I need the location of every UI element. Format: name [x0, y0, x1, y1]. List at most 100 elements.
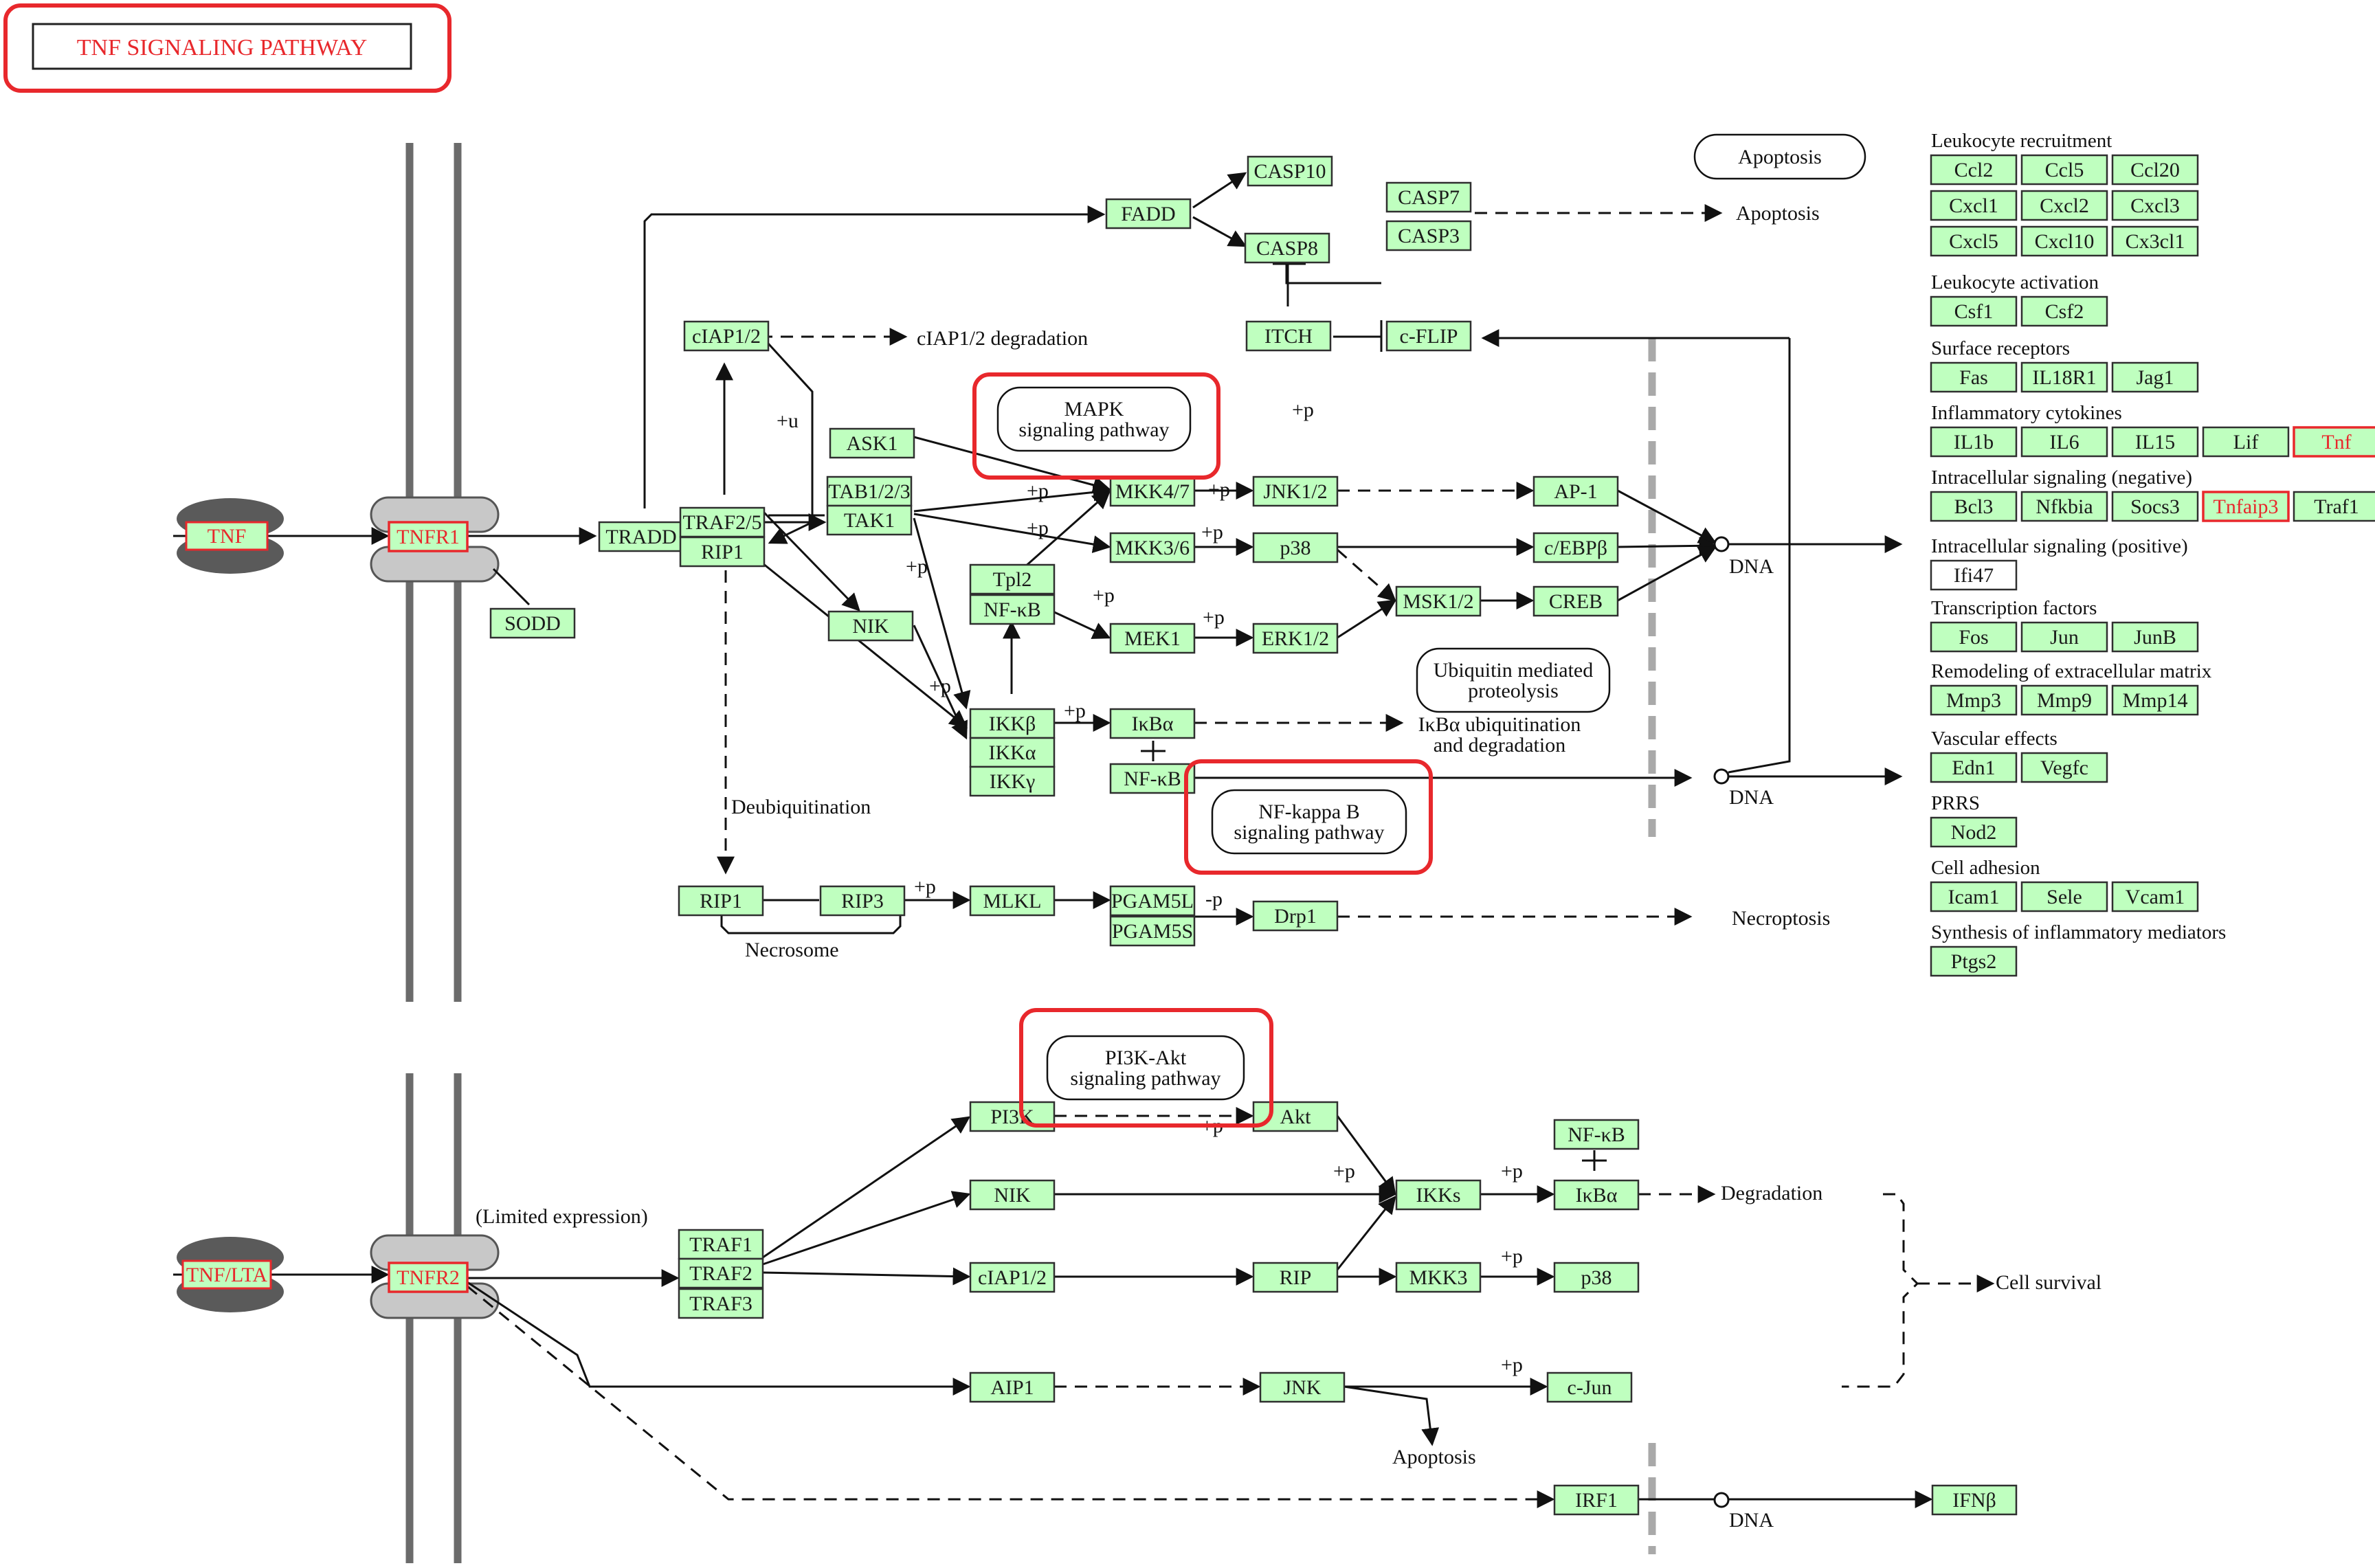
gene-box[interactable]	[1109, 708, 1196, 739]
target-gene-Csf2[interactable]: Csf2	[2020, 295, 2108, 327]
target-gene-Mmp14[interactable]: Mmp14	[2111, 684, 2199, 716]
target-gene-Ifi47[interactable]: Ifi47	[1930, 559, 2018, 591]
gene-box[interactable]	[1395, 1179, 1482, 1211]
gene-box[interactable]	[969, 885, 1056, 917]
gene-node-traf3[interactable]: TRAF3	[678, 1288, 764, 1319]
gene-box[interactable]	[1532, 585, 1619, 617]
gene-box[interactable]	[969, 1262, 1056, 1293]
gene-node-nfkb_b[interactable]: NF-κB	[1109, 763, 1196, 794]
target-gene-Cxcl5[interactable]: Cxcl5	[1930, 225, 2018, 257]
gene-box[interactable]	[1252, 623, 1339, 654]
gene-box[interactable]	[1553, 1179, 1640, 1211]
gene-box[interactable]	[969, 765, 1056, 797]
target-gene-IL15[interactable]: IL15	[2111, 426, 2199, 458]
gene-node-ikks[interactable]: IKKs	[1395, 1179, 1482, 1211]
target-gene-Tnf[interactable]: Tnf	[2293, 426, 2375, 458]
target-gene-box[interactable]	[2020, 361, 2108, 393]
target-gene-box[interactable]	[2111, 190, 2199, 221]
gene-node-tnfr2[interactable]: TNFR2	[388, 1262, 469, 1293]
gene-node-rip[interactable]: RIP	[1252, 1262, 1339, 1293]
gene-box[interactable]	[678, 1229, 764, 1260]
map-link-map_apoptosis[interactable]: Apoptosis	[1693, 133, 1866, 180]
target-gene-Mmp9[interactable]: Mmp9	[2020, 684, 2108, 716]
gene-box[interactable]	[679, 536, 766, 568]
gene-box[interactable]	[489, 607, 576, 639]
gene-box[interactable]	[969, 594, 1056, 625]
map-box[interactable]	[996, 386, 1192, 452]
target-gene-Traf1[interactable]: Traf1	[2293, 491, 2375, 522]
target-gene-box[interactable]	[2020, 225, 2108, 257]
target-gene-Jag1[interactable]: Jag1	[2111, 361, 2199, 393]
gene-box[interactable]	[1395, 1262, 1482, 1293]
gene-box[interactable]	[1252, 900, 1339, 932]
target-gene-box[interactable]	[2020, 684, 2108, 716]
target-gene-box[interactable]	[2020, 426, 2108, 458]
target-gene-Jun[interactable]: Jun	[2020, 621, 2108, 653]
gene-box[interactable]	[1931, 1484, 2018, 1516]
map-box[interactable]	[1046, 1035, 1245, 1101]
gene-node-ikka[interactable]: IKKα	[969, 737, 1056, 768]
gene-box[interactable]	[819, 885, 906, 917]
gene-box[interactable]	[678, 885, 764, 917]
gene-node-ap1[interactable]: AP-1	[1532, 475, 1619, 507]
gene-node-mkk3[interactable]: MKK3	[1395, 1262, 1482, 1293]
target-gene-box[interactable]	[1930, 621, 2018, 653]
target-gene-box[interactable]	[2111, 361, 2199, 393]
gene-node-cebpb[interactable]: c/EBPβ	[1532, 532, 1619, 563]
gene-node-irf1[interactable]: IRF1	[1553, 1484, 1640, 1516]
target-gene-Edn1[interactable]: Edn1	[1930, 752, 2018, 783]
gene-node-mlkl[interactable]: MLKL	[969, 885, 1056, 917]
target-gene-Cxcl3[interactable]: Cxcl3	[2111, 190, 2199, 221]
gene-box[interactable]	[1553, 1484, 1640, 1516]
gene-box[interactable]	[683, 320, 770, 352]
target-gene-box[interactable]	[2111, 426, 2199, 458]
target-gene-Cxcl10[interactable]: Cxcl10	[2020, 225, 2108, 257]
target-gene-box[interactable]	[2020, 881, 2108, 912]
gene-node-drp1[interactable]: Drp1	[1252, 900, 1339, 932]
gene-node-itch[interactable]: ITCH	[1245, 320, 1332, 352]
target-gene-box[interactable]	[2020, 295, 2108, 327]
gene-box[interactable]	[969, 1371, 1056, 1403]
target-gene-Lif[interactable]: Lif	[2202, 426, 2290, 458]
gene-node-nfkb_a[interactable]: NF-κB	[969, 594, 1056, 625]
gene-node-mek1[interactable]: MEK1	[1109, 623, 1196, 654]
gene-node-traf2[interactable]: TRAF2	[678, 1257, 764, 1289]
target-gene-box[interactable]	[2111, 154, 2199, 186]
gene-box[interactable]	[1553, 1119, 1640, 1150]
target-gene-box[interactable]	[2020, 154, 2108, 186]
target-gene-box[interactable]	[1930, 491, 2018, 522]
gene-box[interactable]	[1244, 232, 1330, 264]
gene-node-rip1b[interactable]: RIP1	[678, 885, 764, 917]
target-gene-Mmp3[interactable]: Mmp3	[1930, 684, 2018, 716]
gene-node-casp3[interactable]: CASP3	[1385, 220, 1472, 251]
target-gene-box[interactable]	[1930, 752, 2018, 783]
gene-box[interactable]	[1247, 155, 1333, 187]
target-gene-box[interactable]	[1930, 684, 2018, 716]
target-gene-IL18R1[interactable]: IL18R1	[2020, 361, 2108, 393]
gene-node-traf1[interactable]: TRAF1	[678, 1229, 764, 1260]
gene-box[interactable]	[1553, 1262, 1640, 1293]
gene-node-pgam5l[interactable]: PGAM5L	[1109, 885, 1196, 917]
target-gene-Bcl3[interactable]: Bcl3	[1930, 491, 2018, 522]
gene-box[interactable]	[1252, 532, 1339, 563]
target-gene-Ccl2[interactable]: Ccl2	[1930, 154, 2018, 186]
target-gene-box[interactable]	[1930, 361, 2018, 393]
ligand-lig_tnf[interactable]: TNF	[185, 521, 269, 551]
gene-node-traf25[interactable]: TRAF2/5	[679, 506, 766, 538]
target-gene-box[interactable]	[1930, 816, 2018, 848]
gene-box[interactable]	[969, 1179, 1056, 1211]
gene-box[interactable]	[1532, 475, 1619, 507]
gene-node-tpl2[interactable]: Tpl2	[969, 563, 1056, 595]
gene-box[interactable]	[826, 504, 913, 536]
target-gene-Cx3cl1[interactable]: Cx3cl1	[2111, 225, 2199, 257]
gene-node-nik_a[interactable]: NIK	[827, 610, 914, 642]
gene-box[interactable]	[1252, 475, 1339, 507]
gene-box[interactable]	[1252, 1101, 1339, 1132]
target-gene-Cxcl2[interactable]: Cxcl2	[2020, 190, 2108, 221]
gene-box[interactable]	[829, 427, 915, 459]
target-gene-IL1b[interactable]: IL1b	[1930, 426, 2018, 458]
target-gene-Ccl20[interactable]: Ccl20	[2111, 154, 2199, 186]
